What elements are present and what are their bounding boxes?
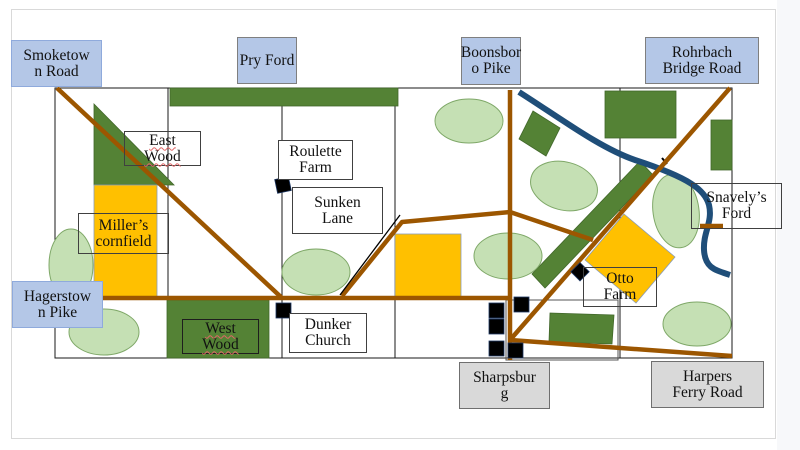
place-label-roulette-farm: Roulette Farm: [278, 140, 353, 180]
sharpsburg-building-5: [507, 342, 524, 359]
grid-cell-town: [505, 299, 619, 361]
road-label-rohrbach: Rohrbach Bridge Road: [645, 37, 759, 84]
sharpsburg-building-2: [488, 318, 505, 335]
antietam-creek: [517, 89, 731, 278]
sharpsburg-building-4: [513, 296, 530, 313]
sunken-lane-road: [340, 209, 511, 298]
sunken-lane-edge: [339, 214, 401, 296]
west-wood-area: [166, 299, 270, 359]
boonsboro-branch-road: [509, 209, 594, 243]
woods-patch-east: [710, 119, 733, 171]
place-label-west-wood: West Wood: [182, 319, 259, 354]
place-label-millers-cornfield: Miller’s cornfield: [78, 213, 169, 254]
orchard-6: [530, 160, 598, 212]
sunken-lane-field: [394, 233, 462, 299]
place-label-otto-farm: Otto Farm: [583, 267, 657, 307]
pry-ford-woods: [169, 87, 399, 107]
dunker-church-building: [275, 302, 292, 319]
place-label-snavelys-ford: Snavely’s Ford: [691, 183, 782, 229]
orchard-3: [281, 248, 351, 296]
place-label-east-wood: East Wood: [124, 131, 201, 166]
road-label-smoketown: Smoketow n Road: [11, 40, 102, 87]
road-label-boonsboro: Boonsbor o Pike: [461, 37, 521, 85]
woods-patch-south: [548, 312, 615, 345]
sharpsburg-building-1: [488, 302, 505, 319]
woods-patch-north: [518, 110, 561, 157]
scrollbar-track[interactable]: [777, 0, 800, 450]
sharpsburg-building-3: [488, 340, 505, 357]
town-label-sharpsburg: Sharpsbur g: [459, 362, 550, 409]
rohrbach-bridge-road: [508, 86, 732, 342]
harpers-ferry-road: [509, 337, 733, 359]
road-label-hagerstown: Hagerstow n Pike: [12, 281, 103, 328]
millers-cornfield-area: [93, 184, 158, 299]
road-label-pry-ford: Pry Ford: [237, 37, 297, 84]
otto-farm-field: [584, 213, 676, 304]
smoketown-road: [55, 86, 284, 300]
orchard-4: [434, 98, 504, 144]
orchard-8: [662, 301, 732, 347]
place-label-sunken-lane: Sunken Lane: [292, 187, 383, 234]
road-label-harpers-ferry: Harpers Ferry Road: [651, 361, 764, 408]
woods-strip-diagonal: [531, 160, 654, 289]
woods-patch-rohrbach: [604, 90, 677, 139]
place-label-dunker-church: Dunker Church: [289, 313, 367, 353]
